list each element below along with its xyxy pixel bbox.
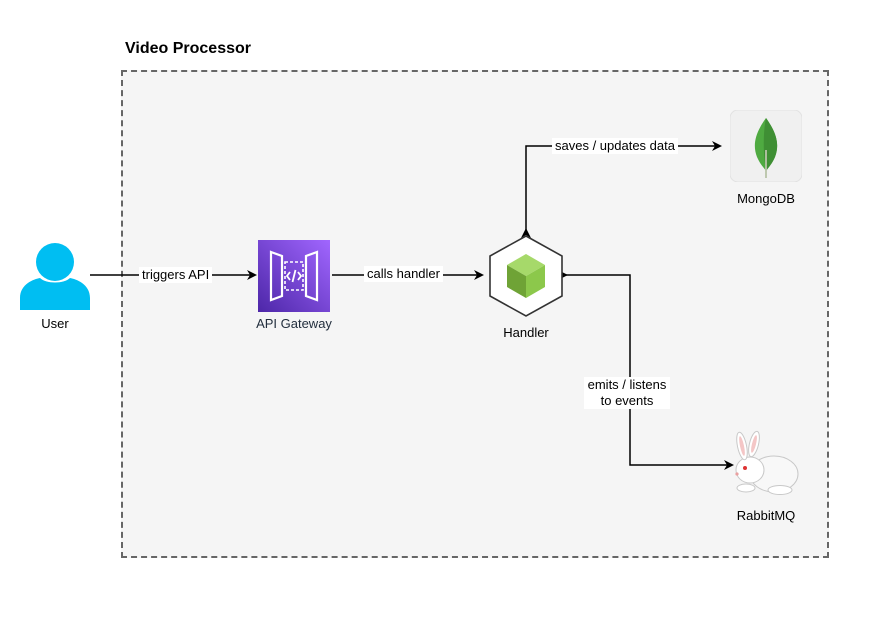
edge-handler-mongodb <box>521 141 722 238</box>
user-icon[interactable] <box>20 240 90 310</box>
group-title: Video Processor <box>125 40 251 57</box>
edge-label-saves-updates-data: saves / updates data <box>552 138 678 154</box>
edge-label-triggers-api: triggers API <box>139 267 213 283</box>
edge-label-emits-listens: emits / listens to events <box>584 377 670 409</box>
edge-handler-rabbitmq <box>558 270 734 470</box>
mongodb-label: MongoDB <box>737 191 795 206</box>
mongodb-icon[interactable] <box>730 110 802 182</box>
api-gateway-label: API Gateway <box>256 316 332 331</box>
edge-label-line-2: to events <box>600 393 654 408</box>
handler-label: Handler <box>503 325 549 340</box>
user-label: User <box>41 316 69 331</box>
rabbitmq-label: RabbitMQ <box>736 508 796 523</box>
rabbit-icon[interactable] <box>724 430 804 500</box>
edge-label-line-1: emits / listens <box>587 377 667 392</box>
nodejs-icon[interactable] <box>488 234 564 318</box>
edge-label-calls-handler: calls handler <box>364 266 443 282</box>
api-gateway-icon[interactable] <box>258 240 330 312</box>
